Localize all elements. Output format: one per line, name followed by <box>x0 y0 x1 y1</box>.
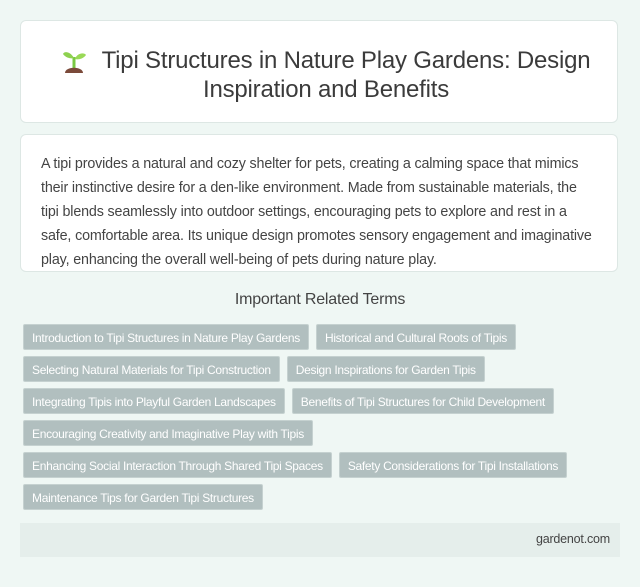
related-term-tag[interactable]: Benefits of Tipi Structures for Child De… <box>291 388 554 414</box>
related-term-tag[interactable]: Historical and Cultural Roots of Tipis <box>315 324 516 350</box>
related-term-tag[interactable]: Introduction to Tipi Structures in Natur… <box>23 324 309 350</box>
page-title: Tipi Structures in Nature Play Gardens: … <box>21 45 617 104</box>
related-term-tag[interactable]: Integrating Tipis into Playful Garden La… <box>23 388 285 414</box>
seedling-icon <box>62 45 88 75</box>
header-card: Tipi Structures in Nature Play Gardens: … <box>20 20 618 123</box>
description-text: A tipi provides a natural and cozy shelt… <box>41 156 592 268</box>
related-term-tag[interactable]: Maintenance Tips for Garden Tipi Structu… <box>23 484 263 510</box>
related-term-tag[interactable]: Design Inspirations for Garden Tipis <box>286 356 485 382</box>
related-terms-list: Introduction to Tipi Structures in Natur… <box>23 324 598 510</box>
footer: gardenot.com <box>20 523 620 557</box>
related-terms-heading: Important Related Terms <box>234 291 406 308</box>
related-term-tag[interactable]: Enhancing Social Interaction Through Sha… <box>23 452 332 478</box>
title-text: Tipi Structures in Nature Play Gardens: … <box>101 47 591 103</box>
description-card: A tipi provides a natural and cozy shelt… <box>20 134 618 272</box>
related-term-tag[interactable]: Safety Considerations for Tipi Installat… <box>338 452 568 478</box>
related-term-tag[interactable]: Selecting Natural Materials for Tipi Con… <box>23 356 280 382</box>
site-name[interactable]: gardenot.com <box>535 532 610 546</box>
related-term-tag[interactable]: Encouraging Creativity and Imaginative P… <box>23 420 313 446</box>
